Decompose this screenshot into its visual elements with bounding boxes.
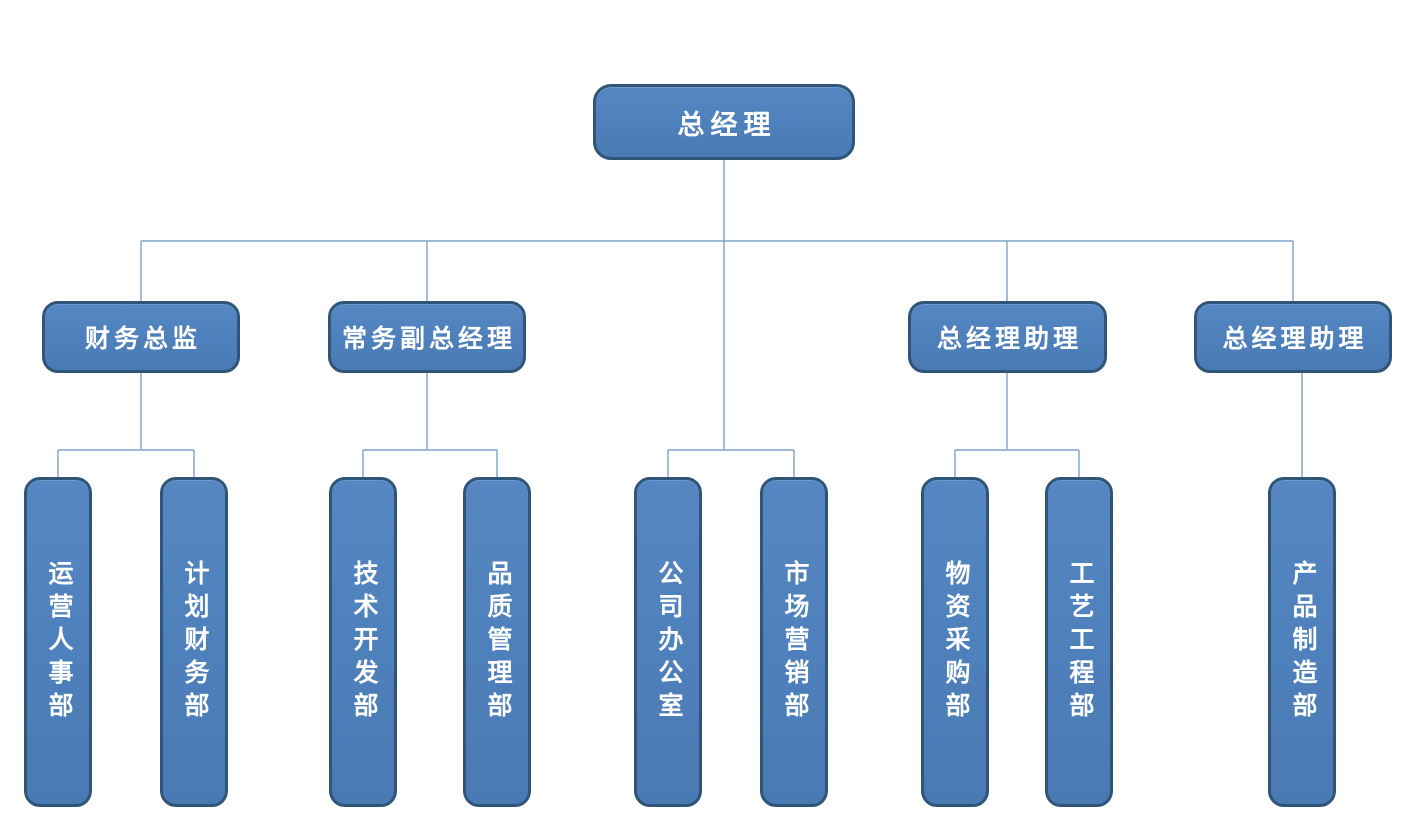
node-quality-management-dept: 品质管理部 <box>463 477 531 807</box>
node-materials-procurement-dept: 物资采购部 <box>921 477 989 807</box>
node-executive-deputy-gm: 常务副总经理 <box>328 301 526 373</box>
node-operations-hr-dept: 运营人事部 <box>24 477 92 807</box>
node-tech-development-dept: 技术开发部 <box>329 477 397 807</box>
node-gm-assistant-1: 总经理助理 <box>908 301 1107 373</box>
node-marketing-dept: 市场营销部 <box>760 477 828 807</box>
node-general-manager: 总经理 <box>593 84 855 160</box>
node-gm-assistant-2: 总经理助理 <box>1194 301 1392 373</box>
node-finance-director: 财务总监 <box>42 301 240 373</box>
node-company-office: 公司办公室 <box>634 477 702 807</box>
node-process-engineering-dept: 工艺工程部 <box>1045 477 1113 807</box>
node-planning-finance-dept: 计划财务部 <box>160 477 228 807</box>
node-product-manufacturing-dept: 产品制造部 <box>1268 477 1336 807</box>
